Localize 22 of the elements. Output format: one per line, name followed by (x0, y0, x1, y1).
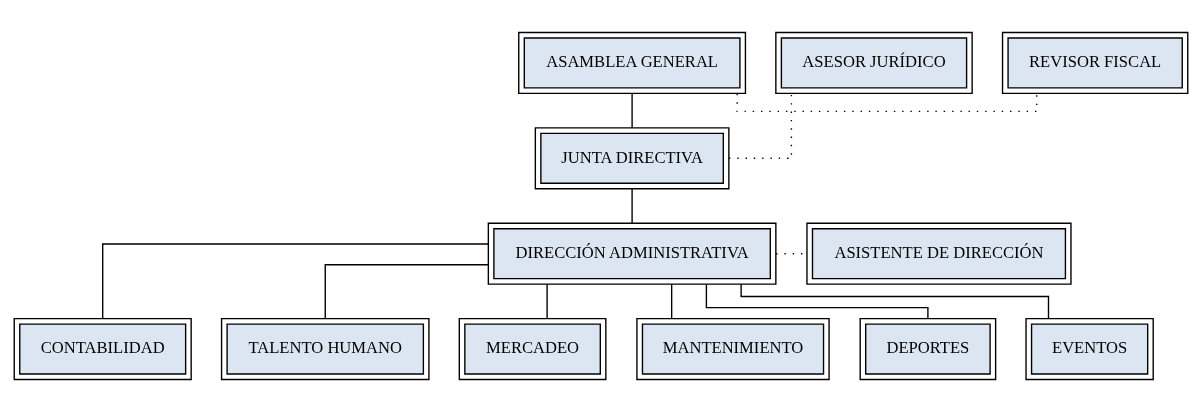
node-box: DIRECCIÓN ADMINISTRATIVA (487, 222, 777, 285)
node-box: JUNTA DIRECTIVA (534, 127, 730, 190)
connector (736, 93, 1038, 112)
connector (728, 92, 793, 159)
node-box: MERCADEO (458, 317, 607, 381)
node-box: ASISTENTE DE DIRECCIÓN (806, 222, 1072, 285)
connector (705, 283, 929, 320)
node-box: DEPORTES (859, 317, 997, 381)
node-box: TALENTO HUMANO (220, 317, 430, 381)
connector (670, 283, 673, 320)
node-box: MANTENIMIENTO (636, 317, 830, 381)
node-box: REVISOR FISCAL (1001, 31, 1189, 95)
connector (740, 283, 1050, 320)
connector (324, 264, 489, 320)
node-box: ASESOR JURÍDICO (775, 31, 973, 95)
node-box: CONTABILIDAD (13, 317, 192, 381)
connector (631, 188, 633, 224)
connector (631, 92, 633, 129)
node-box: ASAMBLEA GENERAL (518, 31, 747, 95)
connector (546, 283, 548, 320)
connector (102, 243, 489, 319)
node-box: EVENTOS (1025, 317, 1154, 381)
